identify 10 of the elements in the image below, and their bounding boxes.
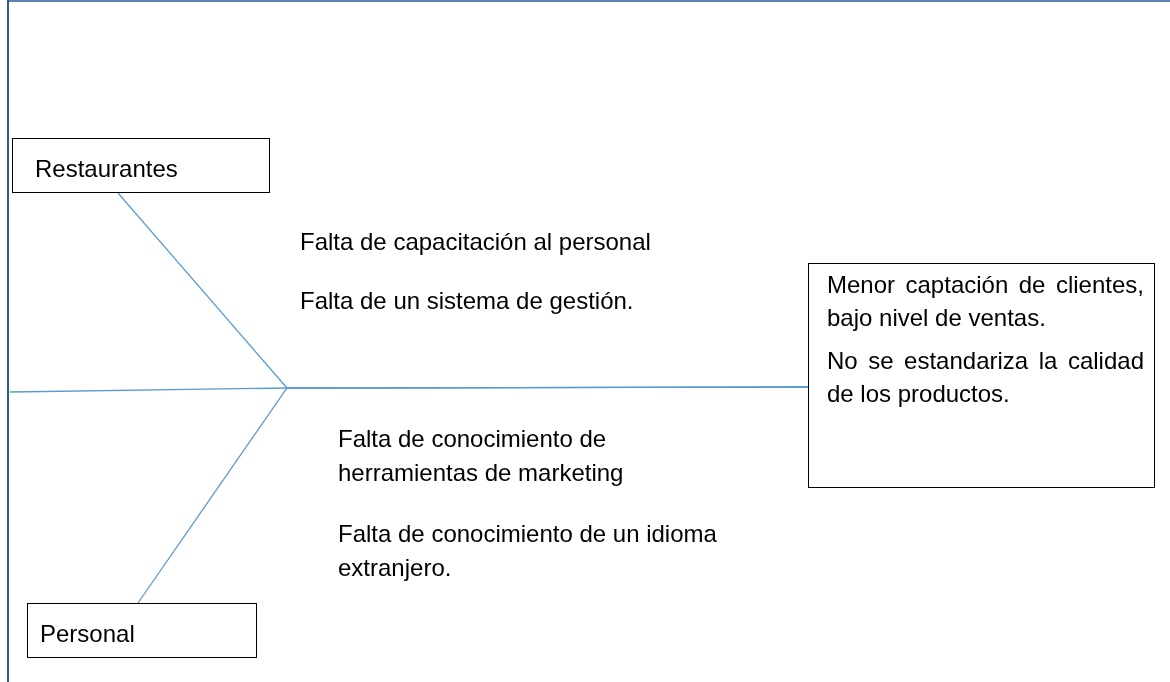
cause-text: Falta de conocimiento de herramientas de marketing	[338, 424, 625, 488]
effect-text: Menor captación de clientes, bajo nivel de ventas.	[827, 270, 1144, 333]
effect-box	[808, 263, 1155, 488]
cause-text: Falta de conocimiento de un idioma extranjero.	[338, 519, 718, 583]
cause-text: Falta de un sistema de gestión.	[300, 286, 635, 316]
cause-text: Falta de capacitación al personal	[300, 227, 652, 257]
category-box: Restaurantes	[12, 138, 270, 193]
fishbone-line	[9, 386, 809, 393]
category-box: Personal	[27, 603, 257, 658]
effect-text: No se estandariza la calidad de los productos.	[827, 346, 1144, 409]
